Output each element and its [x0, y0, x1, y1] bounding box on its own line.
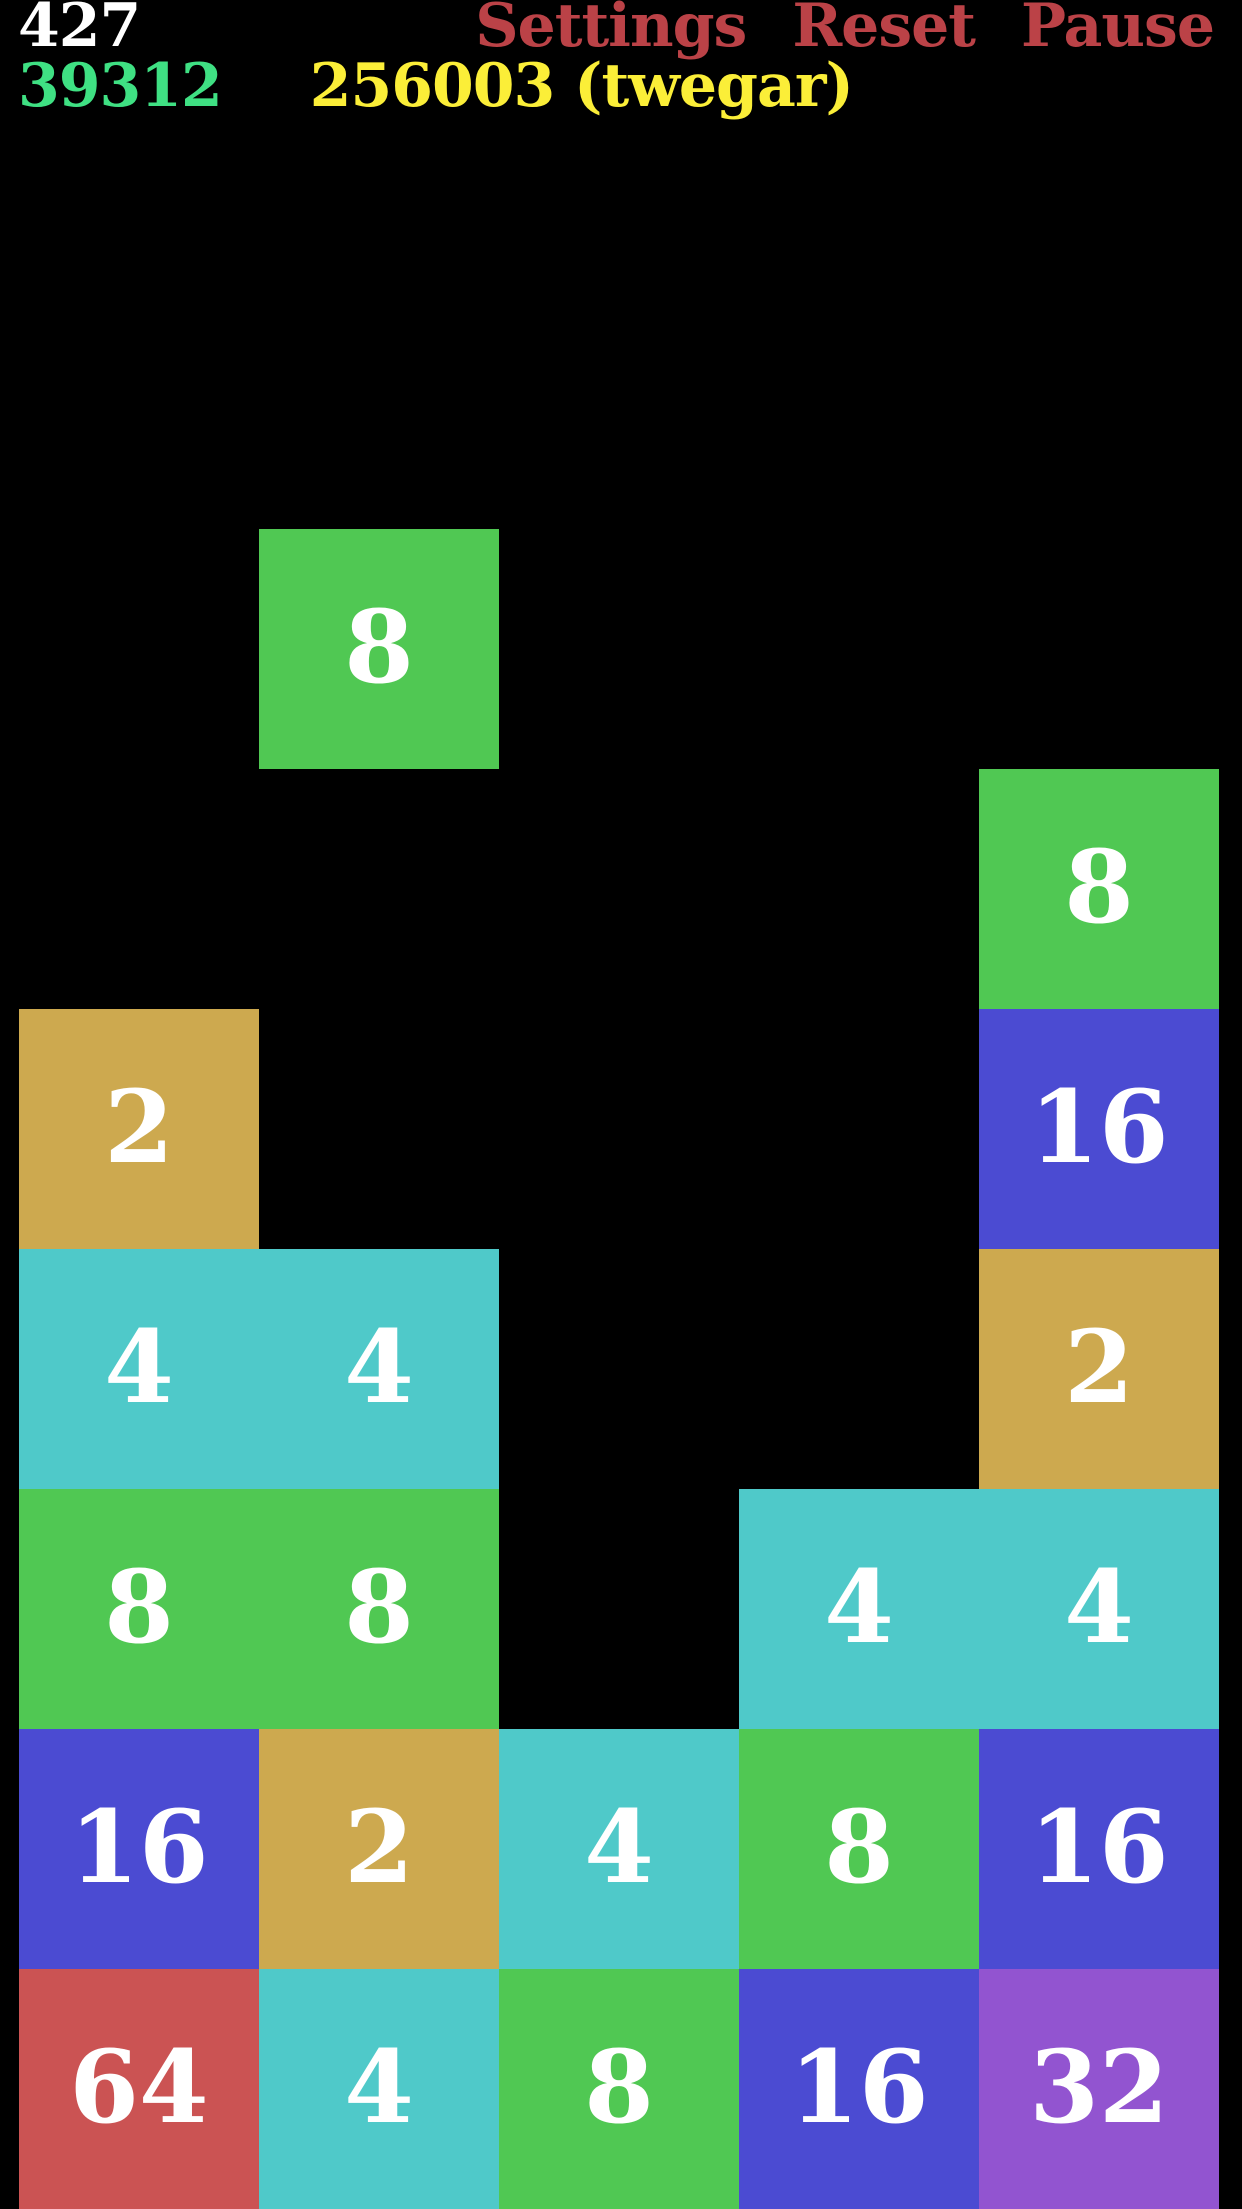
tile: 2 — [979, 1249, 1219, 1489]
tile: 2 — [19, 1009, 259, 1249]
high-score: 256003 (twegar) — [309, 51, 854, 121]
tile-number: 8 — [104, 1548, 174, 1666]
tile-number: 16 — [789, 2028, 929, 2146]
current-score: 39312 — [18, 51, 223, 121]
tile-number: 16 — [1029, 1068, 1169, 1186]
tile: 4 — [259, 1969, 499, 2209]
falling-tile[interactable]: 8 — [259, 529, 499, 769]
tile: 16 — [739, 1969, 979, 2209]
tile-number: 4 — [1064, 1548, 1134, 1666]
tile: 16 — [979, 1009, 1219, 1249]
tile: 8 — [19, 1489, 259, 1729]
tile-number: 4 — [824, 1548, 894, 1666]
tile: 16 — [979, 1729, 1219, 1969]
tile: 4 — [739, 1489, 979, 1729]
tile-number: 8 — [344, 588, 414, 706]
tile: 4 — [19, 1249, 259, 1489]
tile: 4 — [979, 1489, 1219, 1729]
tile: 16 — [19, 1729, 259, 1969]
tile-number: 4 — [104, 1308, 174, 1426]
menu-bar: Settings Reset Pause — [475, 0, 1215, 58]
tile-number: 8 — [584, 2028, 654, 2146]
tile: 32 — [979, 1969, 1219, 2209]
settings-button[interactable]: Settings — [475, 0, 747, 58]
reset-button[interactable]: Reset — [792, 0, 976, 58]
tile-number: 8 — [344, 1548, 414, 1666]
tile: 4 — [499, 1729, 739, 1969]
tile: 8 — [979, 769, 1219, 1009]
tile-number: 32 — [1029, 2028, 1169, 2146]
tile-number: 4 — [344, 2028, 414, 2146]
tile-number: 8 — [824, 1788, 894, 1906]
tile: 4 — [259, 1249, 499, 1489]
tile-number: 2 — [344, 1788, 414, 1906]
tile-number: 4 — [584, 1788, 654, 1906]
tile: 8 — [499, 1969, 739, 2209]
tile: 64 — [19, 1969, 259, 2209]
tile-number: 16 — [1029, 1788, 1169, 1906]
tile: 8 — [739, 1729, 979, 1969]
tile: 8 — [259, 1489, 499, 1729]
tile-number: 2 — [1064, 1308, 1134, 1426]
hud-line-2: 39312 256003 (twegar) — [18, 51, 854, 121]
hud: 427 Settings Reset Pause 39312 256003 (tw… — [0, 0, 1242, 130]
tile-number: 16 — [69, 1788, 209, 1906]
tile-number: 4 — [344, 1308, 414, 1426]
tile-number: 2 — [104, 1068, 174, 1186]
hud-line-1: 427 — [18, 0, 141, 61]
tile-number: 64 — [69, 2028, 209, 2146]
pause-button[interactable]: Pause — [1021, 0, 1215, 58]
tile-number: 8 — [1064, 828, 1134, 946]
tile: 2 — [259, 1729, 499, 1969]
move-counter: 427 — [18, 0, 141, 61]
